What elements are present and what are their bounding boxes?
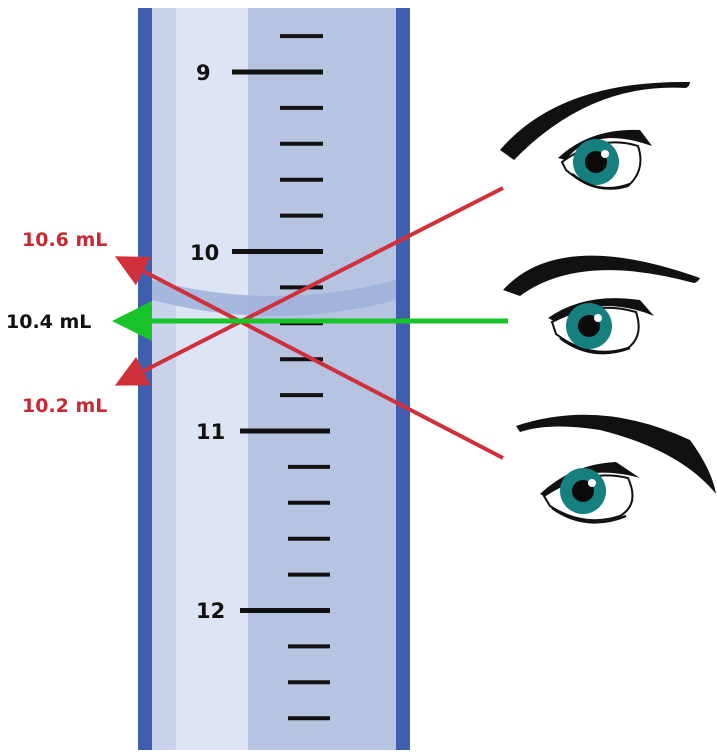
reading-label-correct: 10.4 mL [6, 311, 91, 333]
scale-label-10: 10 [190, 241, 219, 265]
reading-labels: 10.6 mL 10.4 mL 10.2 mL [6, 229, 107, 417]
cylinder-highlight [176, 8, 248, 750]
eye-level-icon [503, 255, 700, 355]
sightlines [112, 186, 508, 460]
scale-label-12: 12 [196, 599, 225, 623]
reading-label-low: 10.2 mL [22, 395, 107, 417]
sightline-low-eye [114, 256, 504, 460]
scale-label-9: 9 [196, 61, 211, 85]
eye-low-icon [516, 414, 716, 524]
scale-labels: 9 10 11 12 [190, 61, 225, 623]
eye-high-icon [500, 81, 690, 190]
cylinder-wall-left [138, 8, 152, 750]
graduated-cylinder [138, 8, 410, 750]
reading-label-high: 10.6 mL [22, 229, 107, 251]
cylinder-wall-right [396, 8, 410, 750]
scale-label-11: 11 [196, 420, 225, 444]
sightline-high-eye [114, 186, 504, 386]
cylinder-inner-shade [152, 8, 176, 750]
